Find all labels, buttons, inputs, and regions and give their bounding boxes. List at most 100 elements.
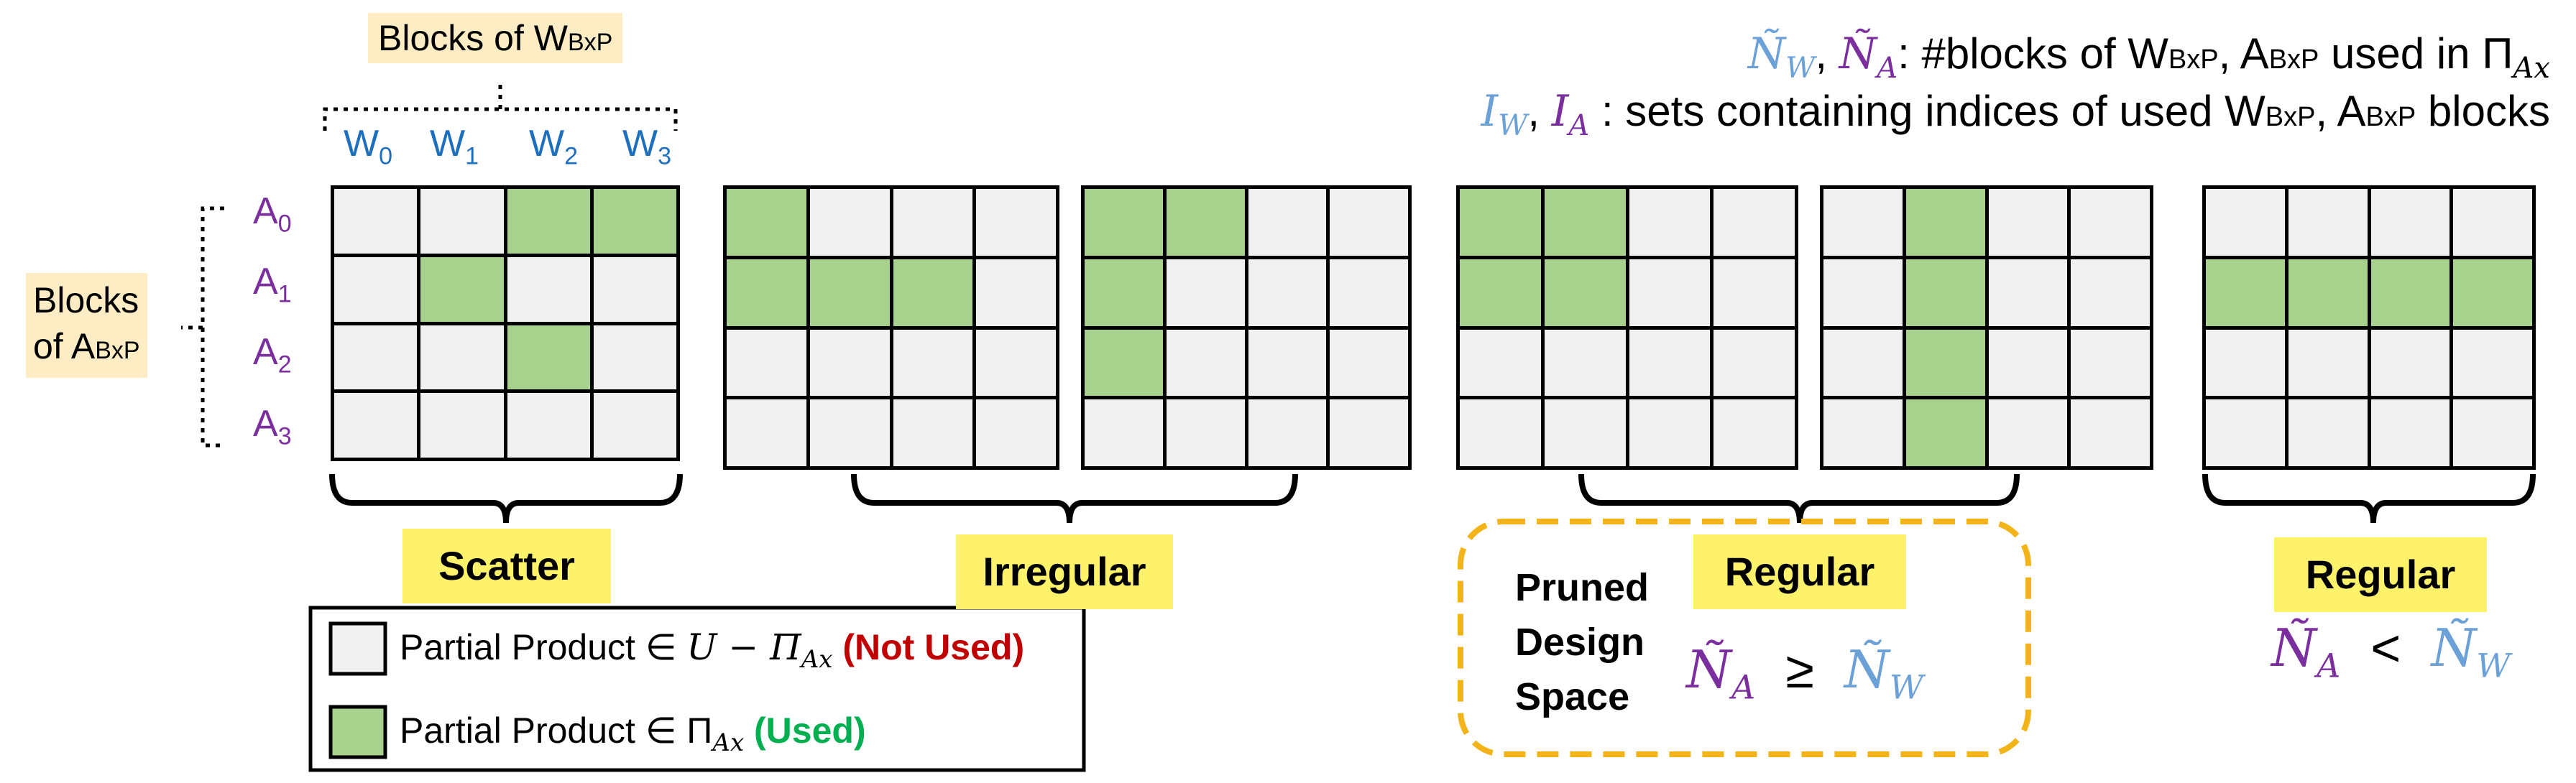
def1-end: used in Π [2319,29,2513,78]
def1-text: : #blocks of W [1898,29,2168,78]
legend-box [308,606,1086,772]
row-label-0-sub: 0 [277,210,292,238]
def2-mid: , A [2315,87,2366,135]
grid-cell-r1-c1 [2288,259,2368,326]
legend-swatch-unused [328,621,387,676]
grid-cell-r3-c2 [893,399,973,466]
grid-cell-r2-c3 [2071,329,2150,397]
cond-right-rhs-sub: W [2476,646,2511,685]
row-label-3-sub: 3 [277,422,292,450]
legend-not-used-math: U − Π [686,626,801,668]
i-w: I [1481,86,1499,136]
grid-cell-r3-c0 [727,399,806,466]
legend-not-used-text: Partial Product ∈ [400,627,687,667]
cond-mid-rhs-sub: W [1889,667,1924,707]
grid-cell-r0-c2 [1988,189,2068,256]
cond-right-rhs: Ñ [2431,618,2477,678]
grid-irregular-2 [1081,185,1412,470]
blocks-w-sub: BxP [567,29,613,56]
col-label-1: W1 [430,122,479,170]
grid-cell-r2-c2 [893,329,973,397]
pruned-text: Pruned Design Space [1515,560,1649,724]
def2-sub2: BxP [2365,102,2416,132]
grid-cell-r3-c2 [507,393,590,458]
grid-cell-r0-c1 [1166,189,1245,256]
pruned-line-2: Design [1515,621,1645,664]
grid-cell-r3-c1 [1166,399,1245,466]
grid-cell-r0-c3 [2071,189,2150,256]
grid-cell-r1-c2 [1988,259,2068,326]
grid-cell-r1-c0 [727,259,806,326]
grid-cell-r1-c3 [2071,259,2150,326]
n-tilde-w-sub: W [1785,52,1816,85]
definition-line-2: IW, IA : sets containing indices of used… [1481,86,2550,142]
grid-cell-r0-c3 [593,189,676,254]
grid-scatter [331,185,680,461]
col-label-3: W3 [622,122,671,170]
col-label-0: W0 [344,122,392,170]
def1-mid: , A [2218,29,2269,78]
grid-cell-r0-c0 [1085,189,1163,256]
def1-comma: , [1815,29,1839,78]
row-label-1-text: A [253,261,278,302]
grid-cell-r0-c0 [334,189,418,254]
row-label-2: A2 [253,330,292,379]
legend-not-used-sub: Ax [801,645,833,674]
col-label-2-text: W [529,123,565,165]
col-label-2: W2 [529,122,578,170]
col-label-0-text: W [344,123,380,165]
grid-cell-r3-c0 [1460,399,1541,466]
grid-cell-r3-c1 [420,393,504,458]
grid-cell-r3-c1 [2288,399,2368,466]
row-label-3: A3 [253,402,292,450]
legend-used-text: Partial Product ∈ Π [400,710,713,751]
grid-cell-r1-c1 [1166,259,1245,326]
grid-cell-r0-c3 [976,189,1056,256]
def2-end: blocks [2416,87,2550,135]
grid-cell-r1-c3 [2453,259,2532,326]
blocks-a-label: Blocks of ABxP [26,273,147,378]
cond-mid-op: ≥ [1785,641,1814,699]
grid-cell-r2-c0 [334,325,418,390]
blocks-a-line1: Blocks [33,280,139,320]
grid-cell-r1-c2 [1629,259,1711,326]
def1-pisub: Ax [2513,52,2550,85]
grid-cell-r1-c0 [1460,259,1541,326]
brace-irregular [851,473,1298,524]
grid-cell-r1-c3 [1330,259,1408,326]
blocks-a-line2: of ABxP [33,323,140,374]
grid-cell-r2-c0 [1460,329,1541,397]
grid-cell-r3-c3 [1714,399,1795,466]
row-label-2-sub: 2 [277,351,292,379]
grid-cell-r2-c0 [727,329,806,397]
grid-cell-r2-c0 [2206,329,2285,397]
top-dotted-bracket [323,107,678,131]
condition-mid: ÑA ≥ ÑW [1686,639,1923,706]
cond-right-op: < [2370,620,2401,677]
label-regular-right: Regular [2274,537,2487,612]
i-a-sub: A [1568,109,1590,142]
grid-cell-r0-c2 [2370,189,2450,256]
left-dotted-bracket [201,206,224,448]
grid-cell-r3-c1 [809,399,890,466]
cond-mid-lhs: Ñ [1686,639,1731,700]
grid-cell-r0-c2 [893,189,973,256]
grid-cell-r1-c0 [2206,259,2285,326]
n-tilde-a: Ñ [1839,29,1877,79]
i-a: I [1551,86,1569,136]
grid-cell-r3-c2 [1629,399,1711,466]
grid-cell-r0-c2 [1629,189,1711,256]
grid-cell-r1-c3 [1714,259,1795,326]
n-tilde-w: Ñ [1747,29,1786,79]
row-label-3-text: A [253,403,278,445]
grid-cell-r3-c3 [2453,399,2532,466]
brace-scatter [329,473,683,524]
grid-cell-r0-c0 [1823,189,1903,256]
grid-cell-r3-c2 [1988,399,2068,466]
grid-cell-r3-c0 [1085,399,1163,466]
grid-cell-r0-c1 [1544,189,1626,256]
legend-used: Partial Product ∈ ΠAx (Used) [400,710,866,757]
grid-cell-r1-c1 [420,256,504,322]
label-regular-mid: Regular [1693,534,1906,609]
grid-cell-r2-c0 [1823,329,1903,397]
